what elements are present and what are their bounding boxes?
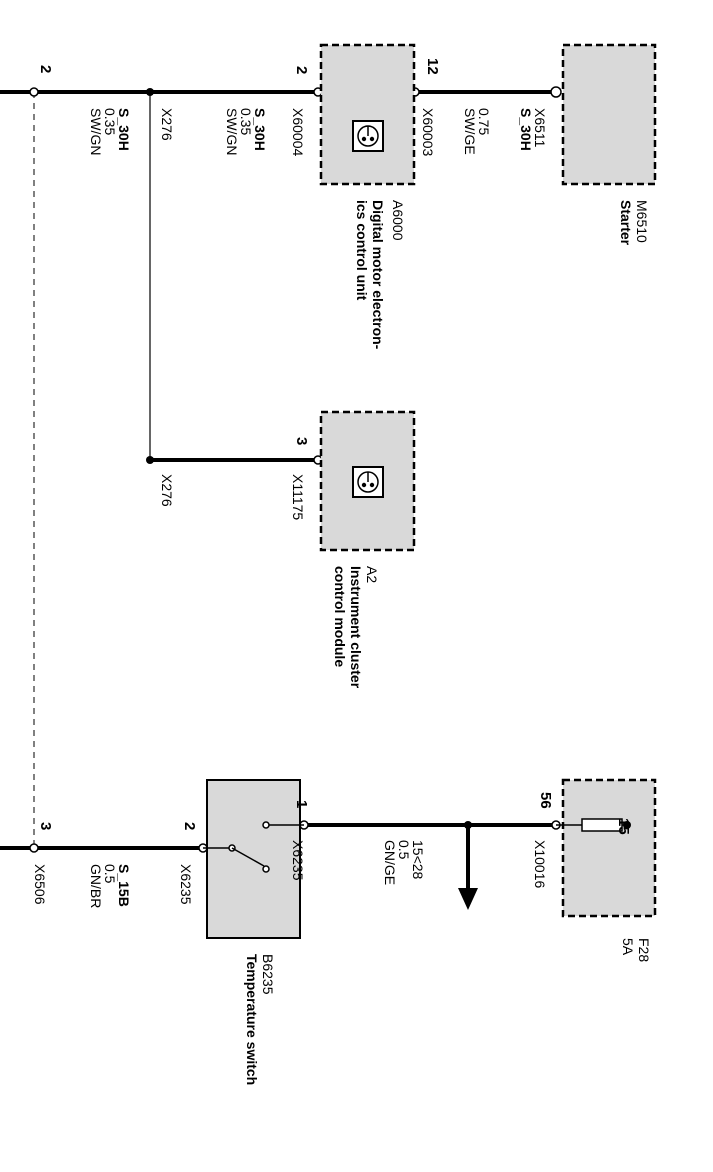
switch-connector-bottom: X6235: [178, 864, 194, 905]
cluster-connector: X11175: [290, 474, 306, 520]
switch-name: Temperature switch: [244, 954, 260, 1085]
starter-name: Starter: [618, 200, 634, 246]
fuse-connector: X10016: [532, 840, 548, 888]
starter-box: [561, 43, 657, 186]
dme-name-line1: Digital motor electron-: [370, 200, 386, 350]
wire-size-starter: 0.75: [476, 108, 492, 135]
splice-dot-bottom: [146, 456, 154, 464]
fuse-icon: [556, 818, 631, 832]
switch-icon: [203, 821, 304, 873]
fuse-box: [561, 778, 657, 918]
dme-connector-bottom: X60004: [290, 108, 306, 156]
wire-color-edge: SW/GN: [88, 108, 104, 155]
fuse-rating: 5A: [620, 938, 636, 956]
fuse-pin-bottom: 56: [537, 792, 554, 809]
starter-id: M6510: [634, 200, 650, 243]
ecu-chip-icon: [352, 120, 384, 152]
splice-label-top: X276: [159, 108, 175, 141]
wire-size-edge: 0.35: [102, 108, 118, 135]
wire-color-starter: SW/GE: [462, 108, 478, 155]
wire-color-fuse: GN/GE: [382, 840, 398, 885]
ring-edge-bottom: [29, 843, 39, 853]
ring-starter: [550, 86, 562, 98]
starter-connector: X6511: [532, 108, 548, 148]
labels: 2 3 S_30H 0.35 SW/GN X276 X276 S_30H 0.3…: [32, 58, 652, 1085]
cluster-name-line2: control module: [332, 566, 348, 667]
dme-box: [319, 43, 416, 186]
switch-pin-bottom: 2: [181, 822, 198, 830]
switch-pin-top: 1: [293, 800, 310, 808]
splice-dot-top: [146, 88, 154, 96]
fuse-pin-top: 15: [615, 818, 632, 835]
wire-signal-switch-edge: S_15B: [116, 864, 132, 907]
wire-color-switch-edge: GN/BR: [88, 864, 104, 908]
dme-id: A6000: [390, 200, 406, 241]
wire-signal-fuse: 15<28: [410, 840, 426, 880]
branch-arrow-head: [458, 888, 478, 910]
wire-size-fuse: 0.5: [396, 840, 412, 860]
wires: [0, 90, 556, 890]
splice-dot-fuse-wire: [464, 821, 472, 829]
ecu-chip-icon: [352, 466, 384, 498]
cluster-pin: 3: [293, 437, 310, 445]
switch-connector-top: X6235: [290, 840, 306, 881]
ring-edge-top: [29, 87, 39, 97]
wire-signal-starter: S_30H: [518, 108, 534, 151]
temp-switch-box: [206, 779, 301, 939]
dme-connector-top: X60003: [420, 108, 436, 156]
edge-connector-x6506: X6506: [32, 864, 48, 905]
wire-signal-dme: S_30H: [252, 108, 268, 151]
connector-rings: [29, 86, 562, 853]
edge-pin-top: 2: [37, 65, 54, 73]
wire-size-switch-edge: 0.5: [102, 864, 118, 884]
dme-pin-top: 12: [424, 58, 441, 75]
cluster-name-line1: Instrument cluster: [348, 566, 364, 689]
wire-signal-edge: S_30H: [116, 108, 132, 151]
edge-pin-bottom: 3: [37, 822, 54, 830]
wire-color-dme: SW/GN: [224, 108, 240, 155]
switch-id: B6235: [260, 954, 276, 995]
wire-size-dme: 0.35: [238, 108, 254, 135]
cluster-id: A2: [364, 566, 380, 583]
splice-label-bottom: X276: [159, 474, 175, 507]
dme-pin-bottom: 2: [293, 66, 310, 74]
fuse-id: F28: [636, 938, 652, 962]
dme-name-line2: ics control unit: [354, 200, 370, 301]
